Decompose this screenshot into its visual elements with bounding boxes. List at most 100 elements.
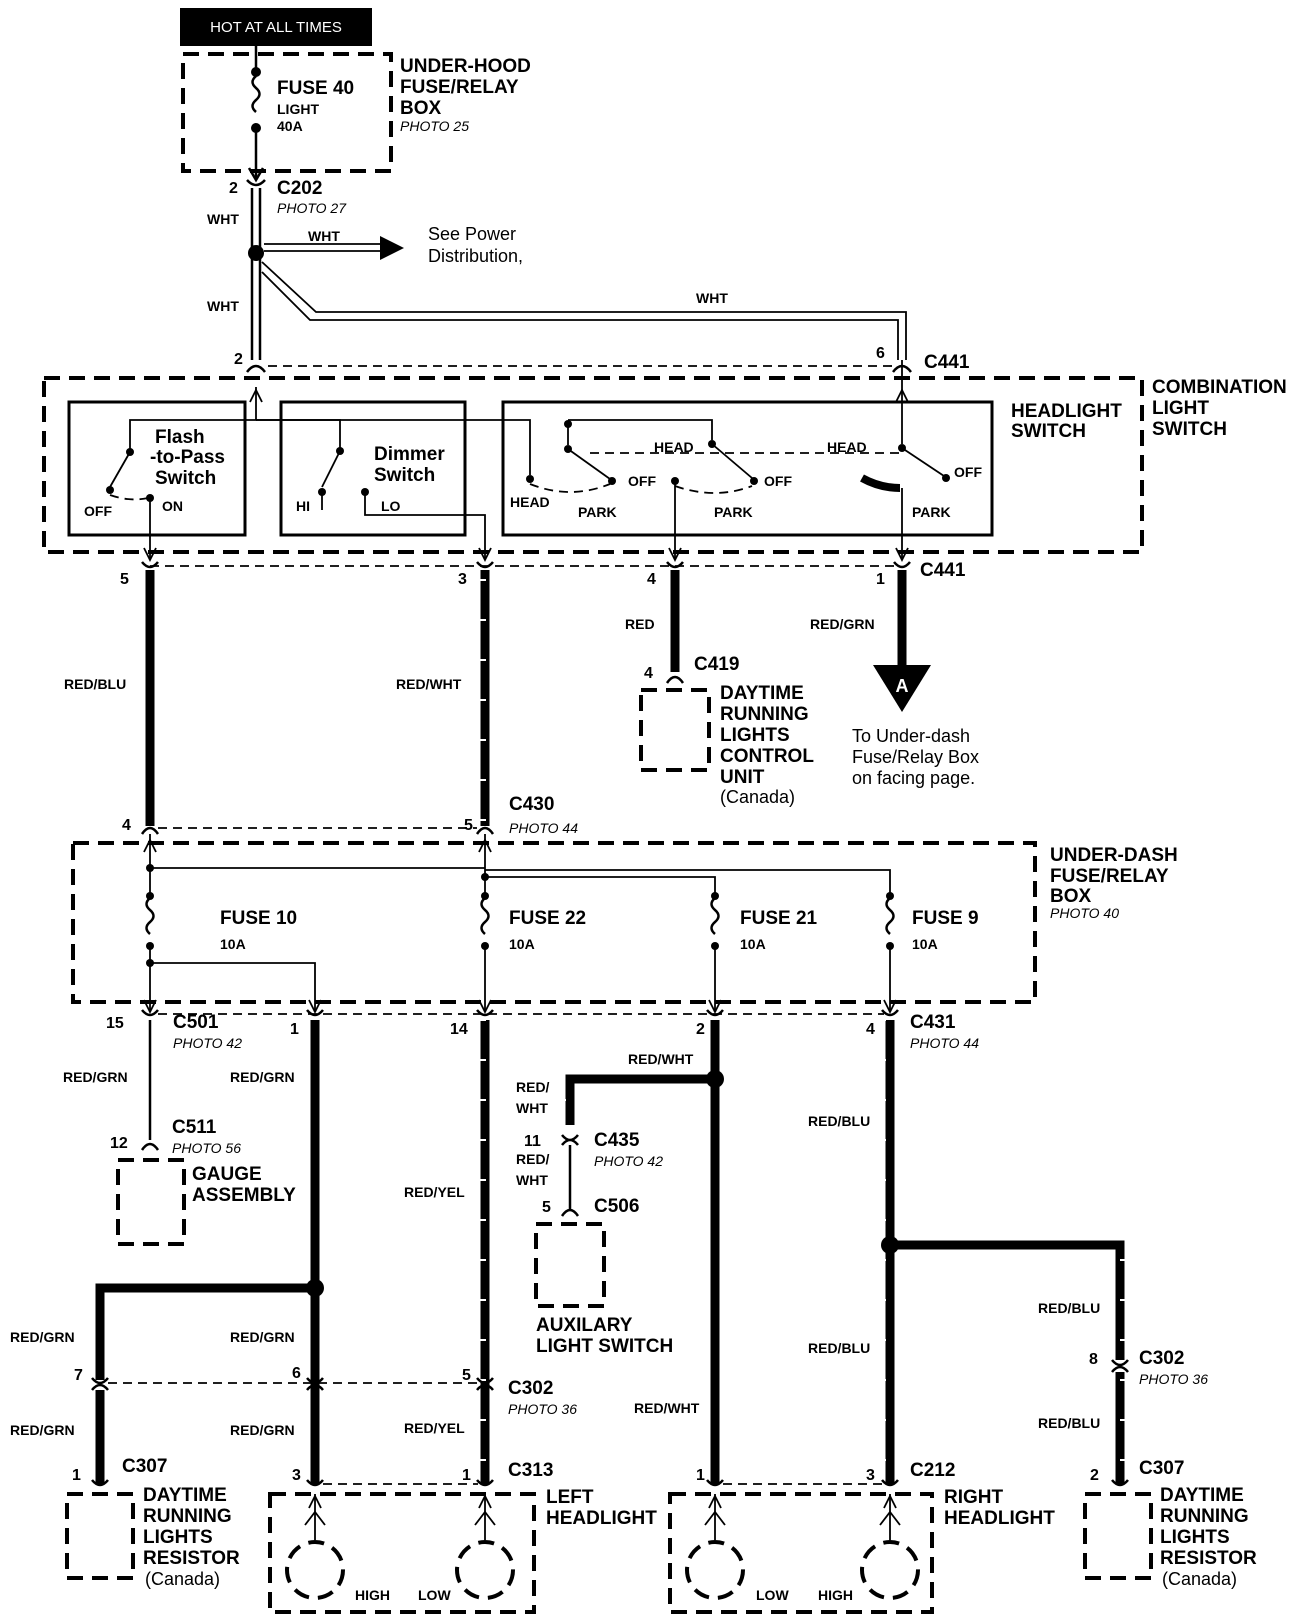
label-wire-wht: WHT	[207, 211, 239, 227]
label-wires-mid-red-blu: RED/BLU	[64, 676, 126, 692]
label-c501-pin: 15	[106, 1015, 124, 1032]
label-c202-photo: PHOTO 27	[277, 200, 347, 216]
label-combo-dimmer-l1: Dimmer	[374, 444, 445, 465]
label-wires-low-red-yel: RED/YEL	[404, 1420, 465, 1436]
label-left-hl-low: LOW	[418, 1587, 451, 1603]
label-underdash-fuses-3-rating: 10A	[912, 936, 938, 952]
label-wires-low-red-slash: RED/	[516, 1151, 550, 1167]
label-combo-hs-l1: HEADLIGHT	[1011, 401, 1122, 422]
label-conn-a-letter: A	[896, 676, 909, 696]
label-drl-res-l2: RUNNING	[143, 1506, 232, 1527]
label-drl-res-l4: RESISTOR	[143, 1548, 240, 1569]
label-drl-unit-l6: (Canada)	[720, 787, 795, 807]
label-combo-head: HEAD	[654, 439, 694, 455]
underhood-box-l2: FUSE/RELAY	[400, 77, 519, 98]
underhood-box-photo: PHOTO 25	[400, 118, 469, 134]
underhood-box-l1: UNDER-HOOD	[400, 56, 531, 77]
connector-c430: 4 5 C430 PHOTO 44	[122, 794, 578, 836]
fuse-40-rating: 40A	[277, 118, 303, 134]
label-c435-name: C435	[594, 1130, 640, 1151]
label-combo-hi: HI	[296, 498, 310, 514]
label-wires-low-red-wht: RED/WHT	[628, 1051, 694, 1067]
label-combo-head: HEAD	[827, 439, 867, 455]
label-combo-park: PARK	[578, 504, 617, 520]
label-c313-pin1: 1	[462, 1467, 471, 1484]
label-drl-res-l3: LIGHTS	[143, 1527, 213, 1548]
combination-light-switch: COMBINATION LIGHT SWITCH HEADLIGHT SWITC…	[42, 360, 1287, 563]
label-underdash-l3: BOX	[1050, 886, 1092, 907]
label-c302-pin8: 8	[1089, 1351, 1098, 1368]
label-drl-unit-l3: LIGHTS	[720, 725, 790, 746]
label-c307-name: C307	[122, 1456, 167, 1477]
label-underdash-fuses-2-rating: 10A	[740, 936, 766, 952]
label-c302-pin5: 5	[462, 1367, 471, 1384]
label-c202-name: C202	[277, 178, 322, 199]
label-conn-a-l3: on facing page.	[852, 768, 975, 788]
fuse-9-label: FUSE 9	[912, 908, 979, 929]
drl-resistor-right: DAYTIME RUNNING LIGHTS RESISTOR (Canada)	[1083, 1485, 1257, 1589]
label-right-hl-high: HIGH	[818, 1587, 853, 1603]
label-combo-off: OFF	[954, 464, 982, 480]
wht-wiring: WHT WHT See Power Distribution, WHT WHT	[207, 211, 907, 360]
label-combo-on: ON	[162, 498, 183, 514]
power-dist-l1: See Power	[428, 224, 516, 244]
label-wires-low-red-blu: RED/BLU	[808, 1340, 870, 1356]
label-drl-res-l1: DAYTIME	[143, 1485, 227, 1506]
label-gauge-l1: GAUGE	[192, 1164, 262, 1185]
label-wires-low-red-slash: RED/	[516, 1079, 550, 1095]
label-combo-dimmer-l2: Switch	[374, 465, 435, 486]
daytime-running-lights-control-unit: 4 C419 DAYTIME RUNNING LIGHTS CONTROL UN…	[639, 654, 814, 807]
label-drl-res-l4: RESISTOR	[1160, 1548, 1257, 1569]
label-c441-bottom-pin3: 3	[458, 571, 467, 588]
fuse-40-label: FUSE 40	[277, 78, 354, 99]
label-right-hl-l2: HEADLIGHT	[944, 1508, 1055, 1529]
label-combo-l3: SWITCH	[1152, 419, 1227, 440]
label-conn-a-l1: To Under-dash	[852, 726, 970, 746]
label-drl-res-l5: (Canada)	[145, 1569, 220, 1589]
label-drl-res-l1: DAYTIME	[1160, 1485, 1244, 1506]
label-wire-wht: WHT	[207, 298, 239, 314]
fuse-40-sub1: LIGHT	[277, 101, 319, 117]
label-c302-pin7: 7	[74, 1367, 83, 1384]
label-drl-unit-l2: RUNNING	[720, 704, 809, 725]
label-combo-c441-top-pin-left: 2	[234, 351, 243, 368]
label-c430-name: C430	[509, 794, 554, 815]
label-c419-pin: 4	[644, 665, 653, 682]
label-combo-park: PARK	[912, 504, 951, 520]
connector-c202: 2 C202 PHOTO 27	[229, 178, 347, 360]
gauge-assembly: 12 C511 PHOTO 56 GAUGE ASSEMBLY	[110, 1117, 296, 1246]
label-combo-lo: LO	[381, 498, 401, 514]
label-drl-unit-l1: DAYTIME	[720, 683, 804, 704]
label-drl-res-l5: (Canada)	[1162, 1569, 1237, 1589]
label-c441-bottom-pin5: 5	[120, 571, 129, 588]
label-c212-pin3: 3	[866, 1467, 875, 1484]
label-wires-low-red-wht: RED/WHT	[634, 1400, 700, 1416]
label-combo-c441-top-pin-right: 6	[876, 345, 885, 362]
label-c511-pin: 12	[110, 1135, 128, 1152]
label-combo-l2: LIGHT	[1152, 398, 1209, 419]
hot-at-all-times-tag: HOT AT ALL TIMES	[180, 8, 372, 46]
label-c506-pin: 5	[542, 1199, 551, 1216]
underhood-fuse-box: FUSE 40 LIGHT 40A UNDER-HOOD FUSE/RELAY …	[181, 46, 531, 183]
label-wires-low-red-grn: RED/GRN	[63, 1069, 128, 1085]
label-c511-name: C511	[172, 1117, 217, 1138]
label-c435-photo: PHOTO 42	[594, 1153, 663, 1169]
label-c431-photo: PHOTO 44	[910, 1035, 979, 1051]
label-c441-bottom-name: C441	[920, 560, 966, 581]
label-left-hl-l1: LEFT	[546, 1487, 594, 1508]
label-drl-res-l2: RUNNING	[1160, 1506, 1249, 1527]
connector-c501-c431: 15 C501 PHOTO 42 1 14 2 4 C431 PHOTO 44	[106, 1009, 979, 1051]
label-combo-c441-name: C441	[924, 352, 970, 373]
mid-wires: RED/BLU RED/WHT RED RED/GRN	[64, 570, 907, 826]
label-c430-photo: PHOTO 44	[509, 820, 578, 836]
label-c307-name: C307	[1139, 1458, 1184, 1479]
fuse-22-label: FUSE 22	[509, 908, 586, 929]
label-underdash-photo: PHOTO 40	[1050, 905, 1119, 921]
label-c212-name: C212	[910, 1460, 955, 1481]
label-c501-name: C501	[173, 1012, 219, 1033]
label-combo-off: OFF	[84, 503, 112, 519]
label-underdash-l2: FUSE/RELAY	[1050, 866, 1169, 887]
label-drl-res-l3: LIGHTS	[1160, 1527, 1230, 1548]
label-right-hl-low: LOW	[756, 1587, 789, 1603]
fuse-21-label: FUSE 21	[740, 908, 818, 929]
